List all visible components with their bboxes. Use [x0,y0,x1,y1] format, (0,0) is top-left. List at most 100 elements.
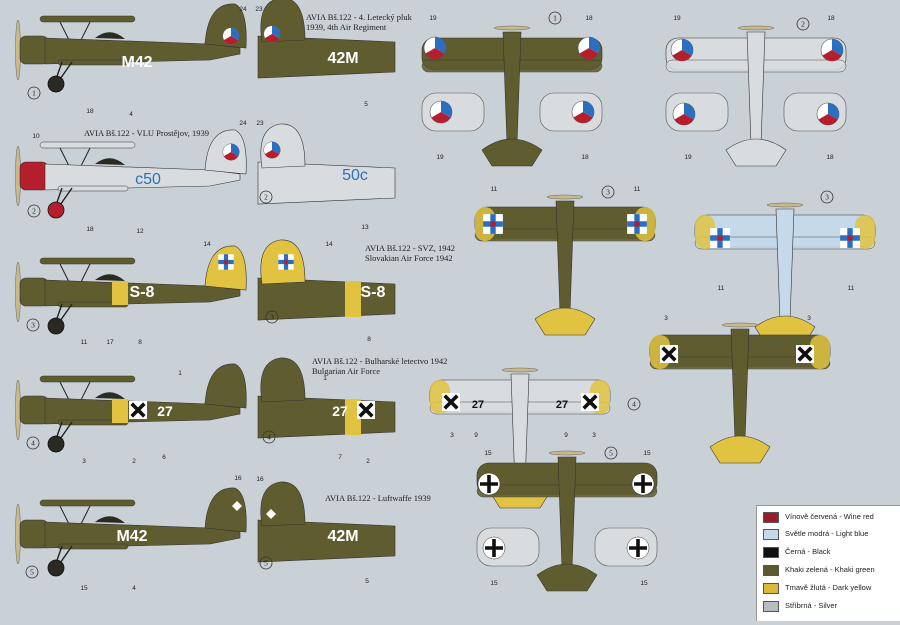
bulgarian-cross [794,343,816,365]
circled-number-ring [259,556,273,570]
callout-number: 12 [136,228,144,235]
propeller [493,25,531,31]
lower-wing [57,543,129,550]
circled-number-ring [265,310,279,324]
upper-wing [39,499,136,507]
legend-label: Stříbrná - Silver [785,601,838,610]
propeller [721,322,759,328]
aircraft-code: 50c [342,167,368,184]
circled-number: 2 [264,193,268,202]
aircraft-code: 42M [327,50,358,67]
cz-roundel [670,38,694,62]
circled-number-ring [548,11,562,25]
wing-tip [810,335,830,369]
cz-roundel [820,38,844,62]
callout-number: 15 [640,580,648,587]
callout-number: 11 [718,285,725,292]
callout-number: 11 [848,285,855,292]
fuselage-plan [555,200,575,313]
callout-number: 9 [474,432,478,439]
tailplane [534,307,596,336]
aircraft-code: M42 [116,528,147,545]
caption-variant-1: AVIA Bš.122 - 4. Letecký pluk 1939, 4th … [306,12,412,32]
circled-number-ring [262,430,276,444]
circled-number-ring [26,436,40,450]
upper-wing [39,375,136,383]
propeller [546,194,584,200]
callout-number: 17 [106,339,114,346]
legend-item-light-blue: Světle modrá - Light blue [763,527,899,541]
callout-number: 15 [643,450,651,457]
callout-number: 15 [80,585,88,592]
callout-number: 8 [138,339,142,346]
callout-number: 3 [450,432,454,439]
aircraft-code: 27 [556,399,568,411]
luftwaffe-marking [232,501,242,511]
fuselage-plan [746,31,766,144]
circled-number: 3 [270,313,274,322]
callout-number: 3 [807,315,811,322]
callout-number: 9 [564,432,568,439]
circled-number-ring [627,397,641,411]
callout-number: 14 [325,241,333,248]
legend-item-wine-red: Vínově červená - Wine red [763,510,899,524]
balkenkreuz [631,472,655,496]
callout-number: 18 [826,154,834,161]
legend-item-dark-yellow: Tmavě žlutá - Dark yellow [763,581,899,595]
legend-swatch [763,601,779,612]
tail-fin [204,487,247,533]
callout-number: 11 [81,339,88,346]
slovak-cross [483,214,503,234]
wheel [47,435,65,453]
callout-number: 4 [129,111,133,118]
callout-number: 24 [239,6,247,13]
callout-number: 19 [673,15,681,22]
callout-number: 7 [338,454,342,461]
callout-number: 13 [361,224,369,231]
tailplane [481,138,543,167]
slovak-cross [218,254,234,270]
callout-number: 14 [203,241,211,248]
aircraft-code: 42M [327,528,358,545]
legend-item-black: Černá - Black [763,545,899,559]
tailplane [725,138,787,167]
circled-number-ring [27,86,41,100]
cockpit [95,32,125,39]
tailplane [709,435,771,464]
circled-number-ring [259,190,273,204]
bulgarian-cross [440,391,462,413]
callout-number: 2 [132,458,136,465]
lower-wing [57,185,129,192]
tail-fin [260,481,306,527]
circled-number: 3 [31,321,35,330]
aircraft-code: M42 [121,54,152,71]
cz-roundel [222,143,240,161]
cockpit [95,158,125,165]
upper-wing [39,257,136,265]
cz-roundel [263,25,281,43]
legend-label: Tmavě žlutá - Dark yellow [785,583,872,592]
circled-number: 2 [32,207,36,216]
circled-number: 5 [30,568,34,577]
callout-number: 15 [484,450,492,457]
circled-number: 1 [32,89,36,98]
callout-number: 10 [32,133,40,140]
engine-cowl [19,35,49,65]
callout-number: 11 [634,186,641,193]
circled-number-ring [604,446,618,460]
callout-number: 2 [366,458,370,465]
circled-number: 3 [825,193,829,202]
callout-number: 3 [664,315,668,322]
callout-number: 15 [490,580,498,587]
callout-number: 11 [491,186,498,193]
engine-cowl [19,395,49,425]
engine-cowl [19,277,49,307]
slovak-cross [627,214,647,234]
circled-number-ring [601,185,615,199]
legend-label: Černá - Black [785,547,831,556]
caption-line: AVIA Bš.122 - Bulharské letectvo 1942 [312,356,448,366]
upper-wing [39,141,136,149]
legend-item-silver: Stříbrná - Silver [763,599,899,613]
